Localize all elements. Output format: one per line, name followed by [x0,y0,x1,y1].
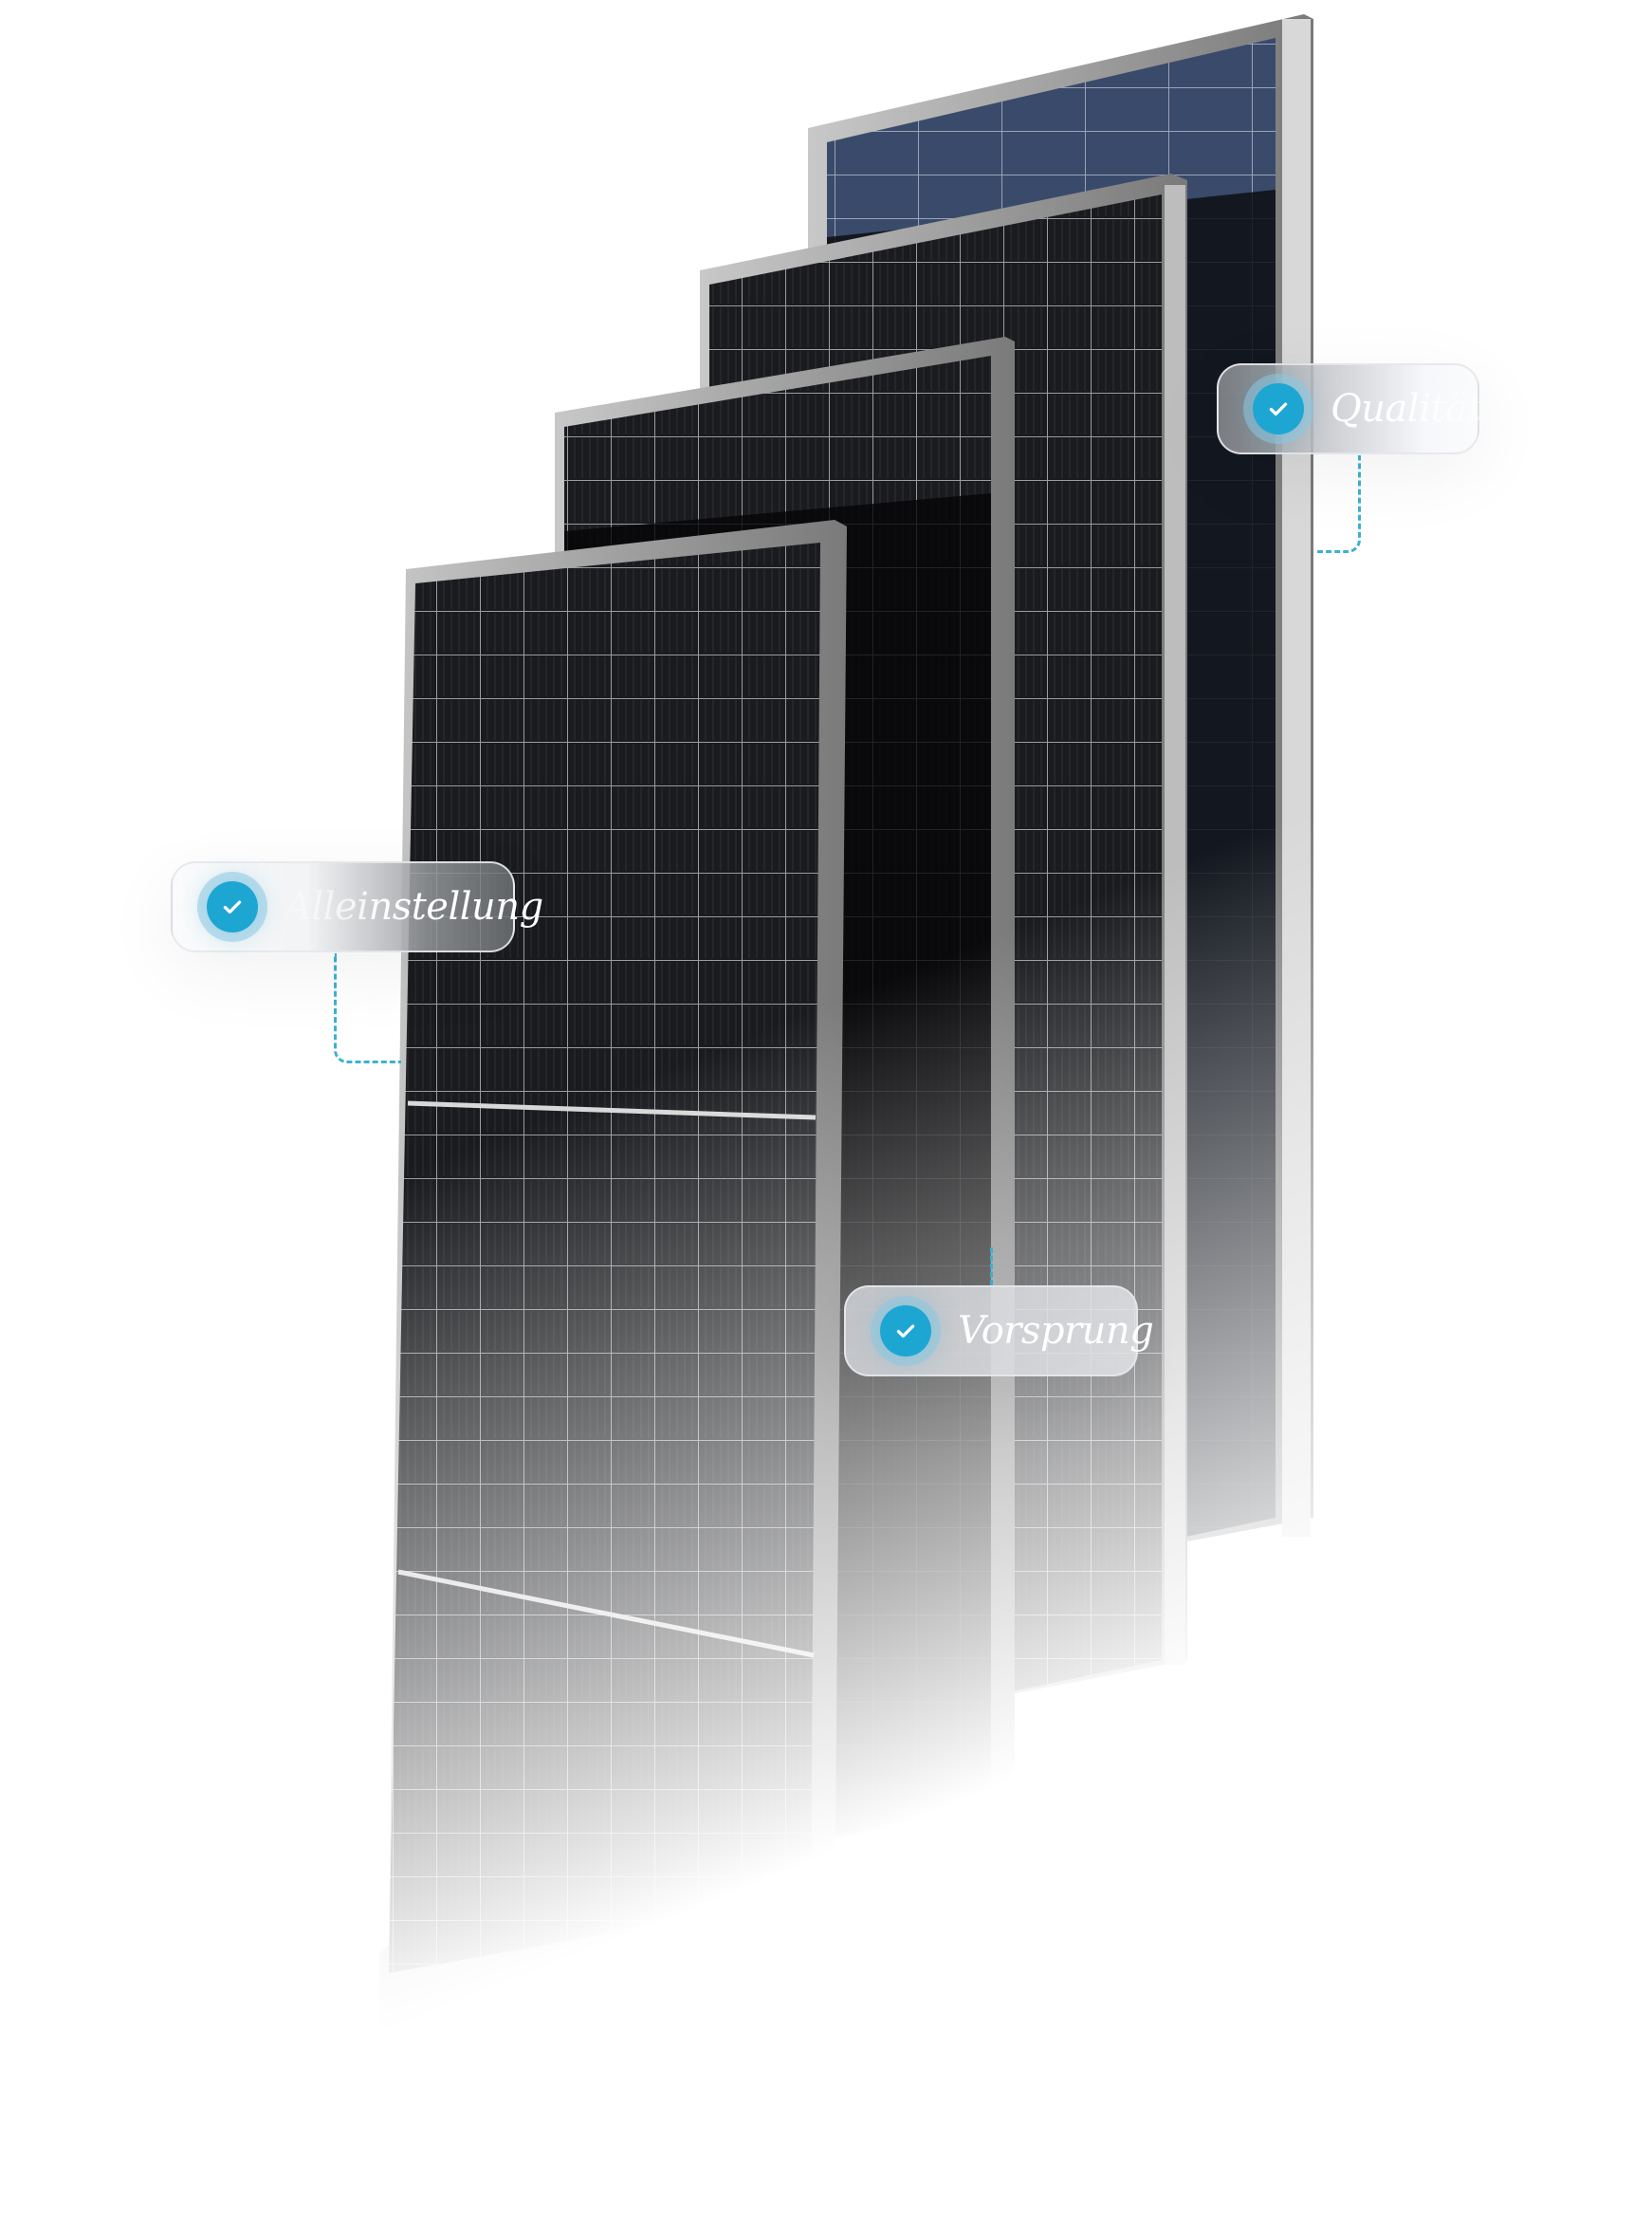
badge-label: Alleinstellung [285,885,543,929]
connector-line [334,953,401,1063]
connector-line [1316,455,1361,553]
badge-label: Qualität [1331,387,1482,431]
check-circle-icon [880,1305,931,1356]
check-circle-icon [1253,383,1304,434]
badge-label: Vorsprung [958,1309,1154,1353]
connector-line [990,1247,993,1285]
feature-badge-vorsprung[interactable]: Vorsprung [844,1285,1154,1376]
feature-badge-alleinstellung[interactable]: Alleinstellung [171,861,543,952]
check-circle-icon [207,881,258,932]
feature-badge-qualitaet[interactable]: Qualität [1217,363,1482,454]
